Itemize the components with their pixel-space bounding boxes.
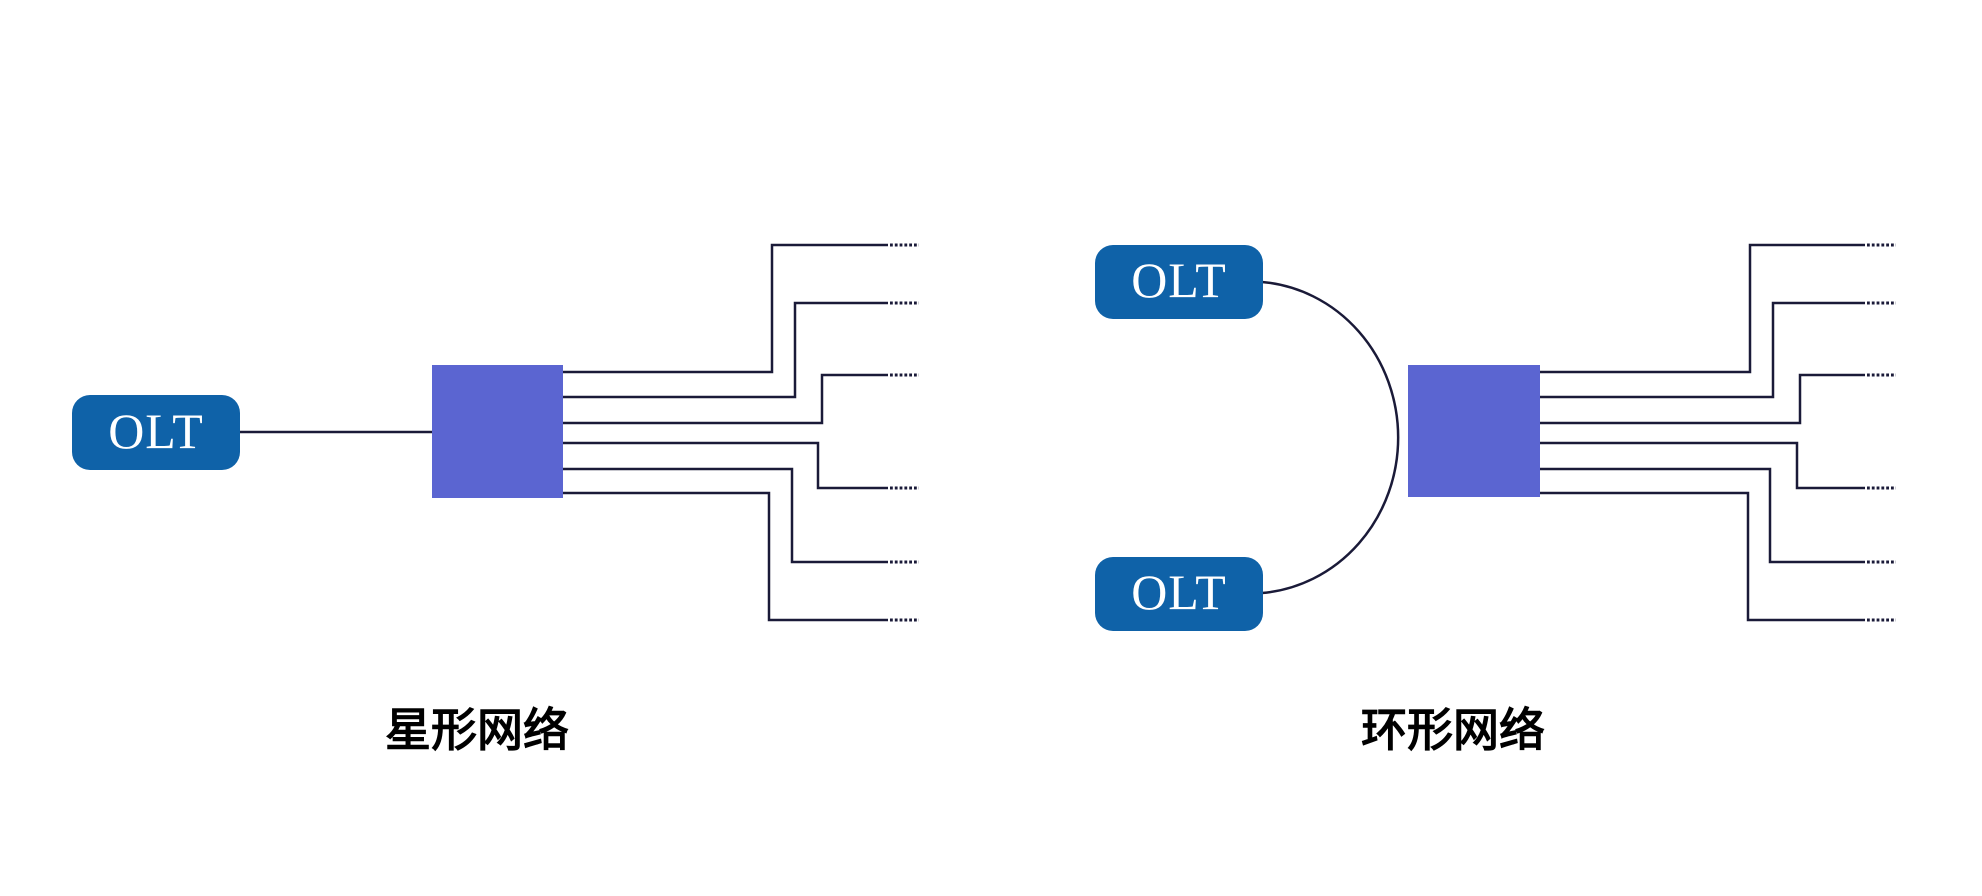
star-splitter-square xyxy=(432,365,563,498)
star-fan-line-5 xyxy=(563,467,888,564)
star-olt-label: OLT xyxy=(108,402,204,459)
ring-olt-bottom-box: OLT xyxy=(1095,557,1263,631)
star-fan-line-1 xyxy=(563,243,888,374)
star-olt-box: OLT xyxy=(72,395,240,470)
star-fan-line-4 xyxy=(563,441,888,490)
ring-olt-top-label: OLT xyxy=(1131,252,1227,308)
star-network-group xyxy=(240,243,919,622)
ring-olt-top-box: OLT xyxy=(1095,245,1263,319)
ring-olt-bottom-label: OLT xyxy=(1131,564,1227,620)
ring-fan-line-3 xyxy=(1540,373,1865,425)
star-fan-line-2 xyxy=(563,301,888,399)
ring-fan-line-2 xyxy=(1540,301,1865,399)
ring-fan-line-6 xyxy=(1540,491,1865,622)
ring-network-caption: 环形网络 xyxy=(1361,703,1545,757)
ring-splitter-square xyxy=(1408,365,1540,497)
star-network-caption: 星形网络 xyxy=(385,703,569,757)
star-fan-line-6 xyxy=(563,491,888,622)
ring-fan-line-5 xyxy=(1540,467,1865,564)
ring-fan-line-1 xyxy=(1540,243,1865,374)
ring-arc-line xyxy=(1261,280,1400,595)
star-fan-line-3 xyxy=(563,373,888,425)
ring-network-group xyxy=(1261,243,1896,622)
ring-fan-line-4 xyxy=(1540,441,1865,490)
